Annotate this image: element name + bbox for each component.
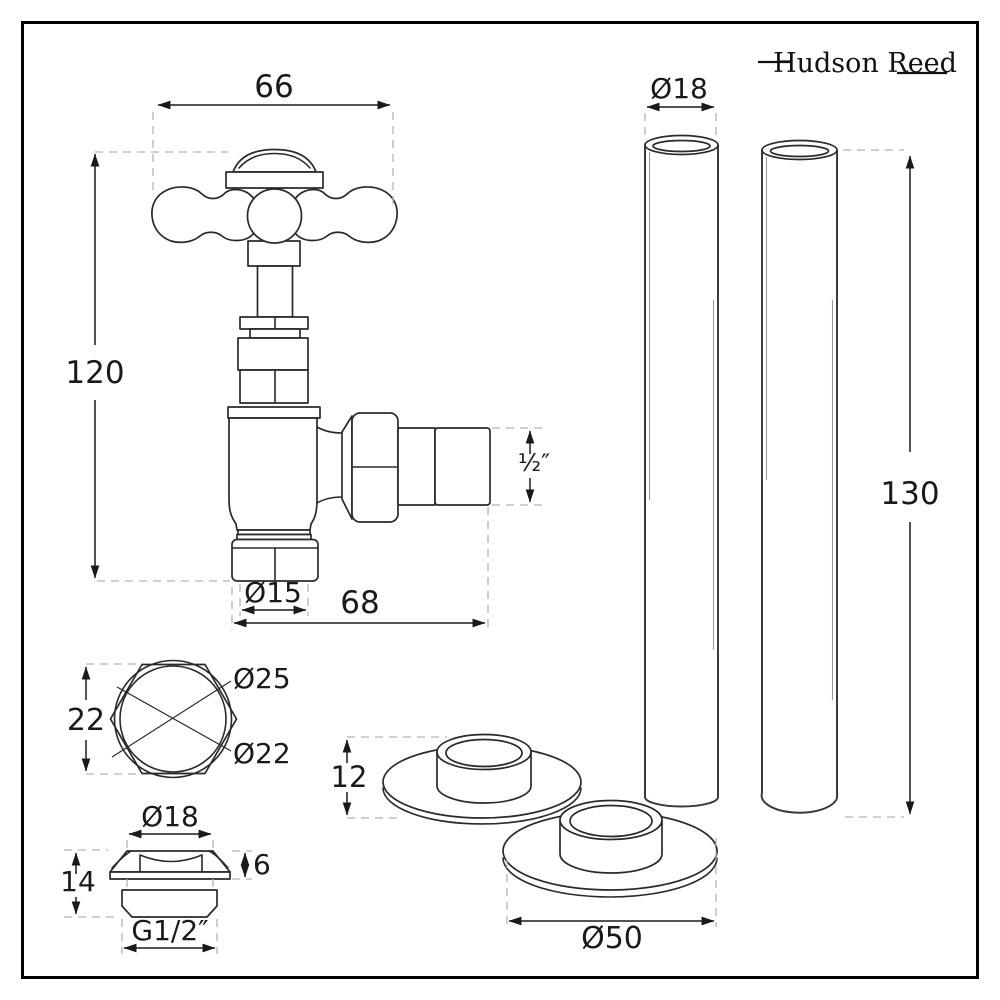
bore-circle: [119, 665, 227, 773]
pipe-collar-1: [382, 733, 582, 825]
handle-right-lobe: [294, 186, 398, 244]
dim-label-nut-height: 22: [67, 703, 105, 738]
dim-pipe-diameter: Ø18: [644, 72, 717, 140]
dim-label-plug-height: 14: [60, 865, 96, 898]
stem-collar: [249, 328, 301, 339]
air-vent-plug: Ø18 14 6 G1/2″: [60, 800, 271, 954]
leader-bore-diameter: [116, 686, 232, 752]
handle-base-block: [247, 240, 301, 267]
dim-label-pipe-length: 130: [880, 476, 939, 512]
dim-nut-height: 22: [67, 663, 142, 775]
dim-label-pipe-diameter: Ø18: [650, 72, 708, 105]
label-nut-bore-diameter: Ø22: [233, 737, 291, 770]
dim-pipe-length: 130: [843, 149, 940, 818]
collar1-bore: [445, 738, 523, 768]
outlet-hex: [397, 427, 436, 506]
dim-plug-height: 14: [60, 849, 119, 918]
plug-flange: [109, 871, 231, 880]
collar2-bore: [569, 804, 653, 838]
stem-shaft: [256, 265, 294, 318]
hudson-reed-logo: Hudson Reed: [758, 48, 957, 79]
angled-valve-front-view: [151, 148, 491, 582]
neck-top-line: [316, 426, 343, 434]
collar2-base-rim: [502, 857, 718, 898]
dim-label-collar-diameter: Ø50: [581, 921, 643, 956]
pipe2-bore: [769, 144, 830, 158]
dim-collar-diameter: Ø50: [506, 838, 717, 956]
valve-stem: [237, 265, 309, 404]
pipe-2: [760, 139, 838, 814]
dim-label-plug-head-height: 6: [253, 848, 271, 881]
handle-cap-band: [225, 171, 324, 189]
dim-valve-depth: 68: [231, 507, 489, 630]
dim-tail-diameter: Ø15: [239, 576, 309, 616]
outlet-male-end: [434, 427, 491, 506]
plug-hex-facets: [111, 850, 229, 873]
logo-text: Hudson Reed: [773, 48, 957, 79]
leader-outer-diameter: [111, 680, 232, 758]
dim-collar-height: 12: [331, 736, 447, 819]
stem-nut: [239, 316, 309, 330]
pipe1-body: [644, 145, 719, 808]
body-main: [228, 417, 318, 531]
dim-label-plug-head-diameter: Ø18: [141, 800, 199, 833]
dim-valve-height: 120: [65, 151, 230, 582]
dim-label-outlet-thread: ½″: [518, 449, 550, 477]
nut-top-view: Ø25 Ø22 22: [67, 659, 291, 779]
outer-circle: [113, 659, 233, 779]
body-top-flange: [227, 406, 321, 419]
valve-cross-handle: [151, 148, 398, 267]
plug-thread-body: [121, 889, 218, 918]
neck-bottom-line: [316, 496, 343, 504]
handle-dome-cap: [232, 148, 317, 173]
dim-label-tail-diameter: Ø15: [244, 576, 302, 609]
handle-left-lobe: [151, 186, 255, 244]
dim-plug-head-diameter: Ø18: [126, 800, 214, 852]
pipe-1: [644, 134, 719, 808]
dim-label-collar-height: 12: [331, 760, 368, 794]
union-chamfer: [341, 415, 353, 520]
dim-outlet-thread: ½″: [492, 427, 550, 506]
dim-label-valve-depth: 68: [340, 585, 379, 621]
pipe2-body: [760, 150, 838, 814]
dim-label-valve-height: 120: [65, 355, 124, 391]
collar1-base-rim: [382, 787, 582, 825]
dim-plug-head-height: 6: [232, 848, 271, 881]
label-nut-outer-diameter: Ø25: [233, 662, 291, 695]
gland-lower: [239, 369, 309, 404]
dim-label-handle-width: 66: [254, 69, 293, 105]
pipe-collar-2: [502, 799, 718, 898]
handle-dome-inner-arc: [238, 152, 311, 169]
pipe1-bore: [652, 139, 711, 153]
dim-label-plug-thread: G1/2″: [131, 914, 208, 947]
handle-center-boss: [246, 188, 303, 244]
valve-union-outlet: [316, 412, 491, 523]
valve-body: [227, 406, 321, 582]
gland-upper: [237, 337, 309, 371]
dim-plug-thread: G1/2″: [121, 914, 218, 954]
dim-handle-width: 66: [152, 69, 394, 205]
